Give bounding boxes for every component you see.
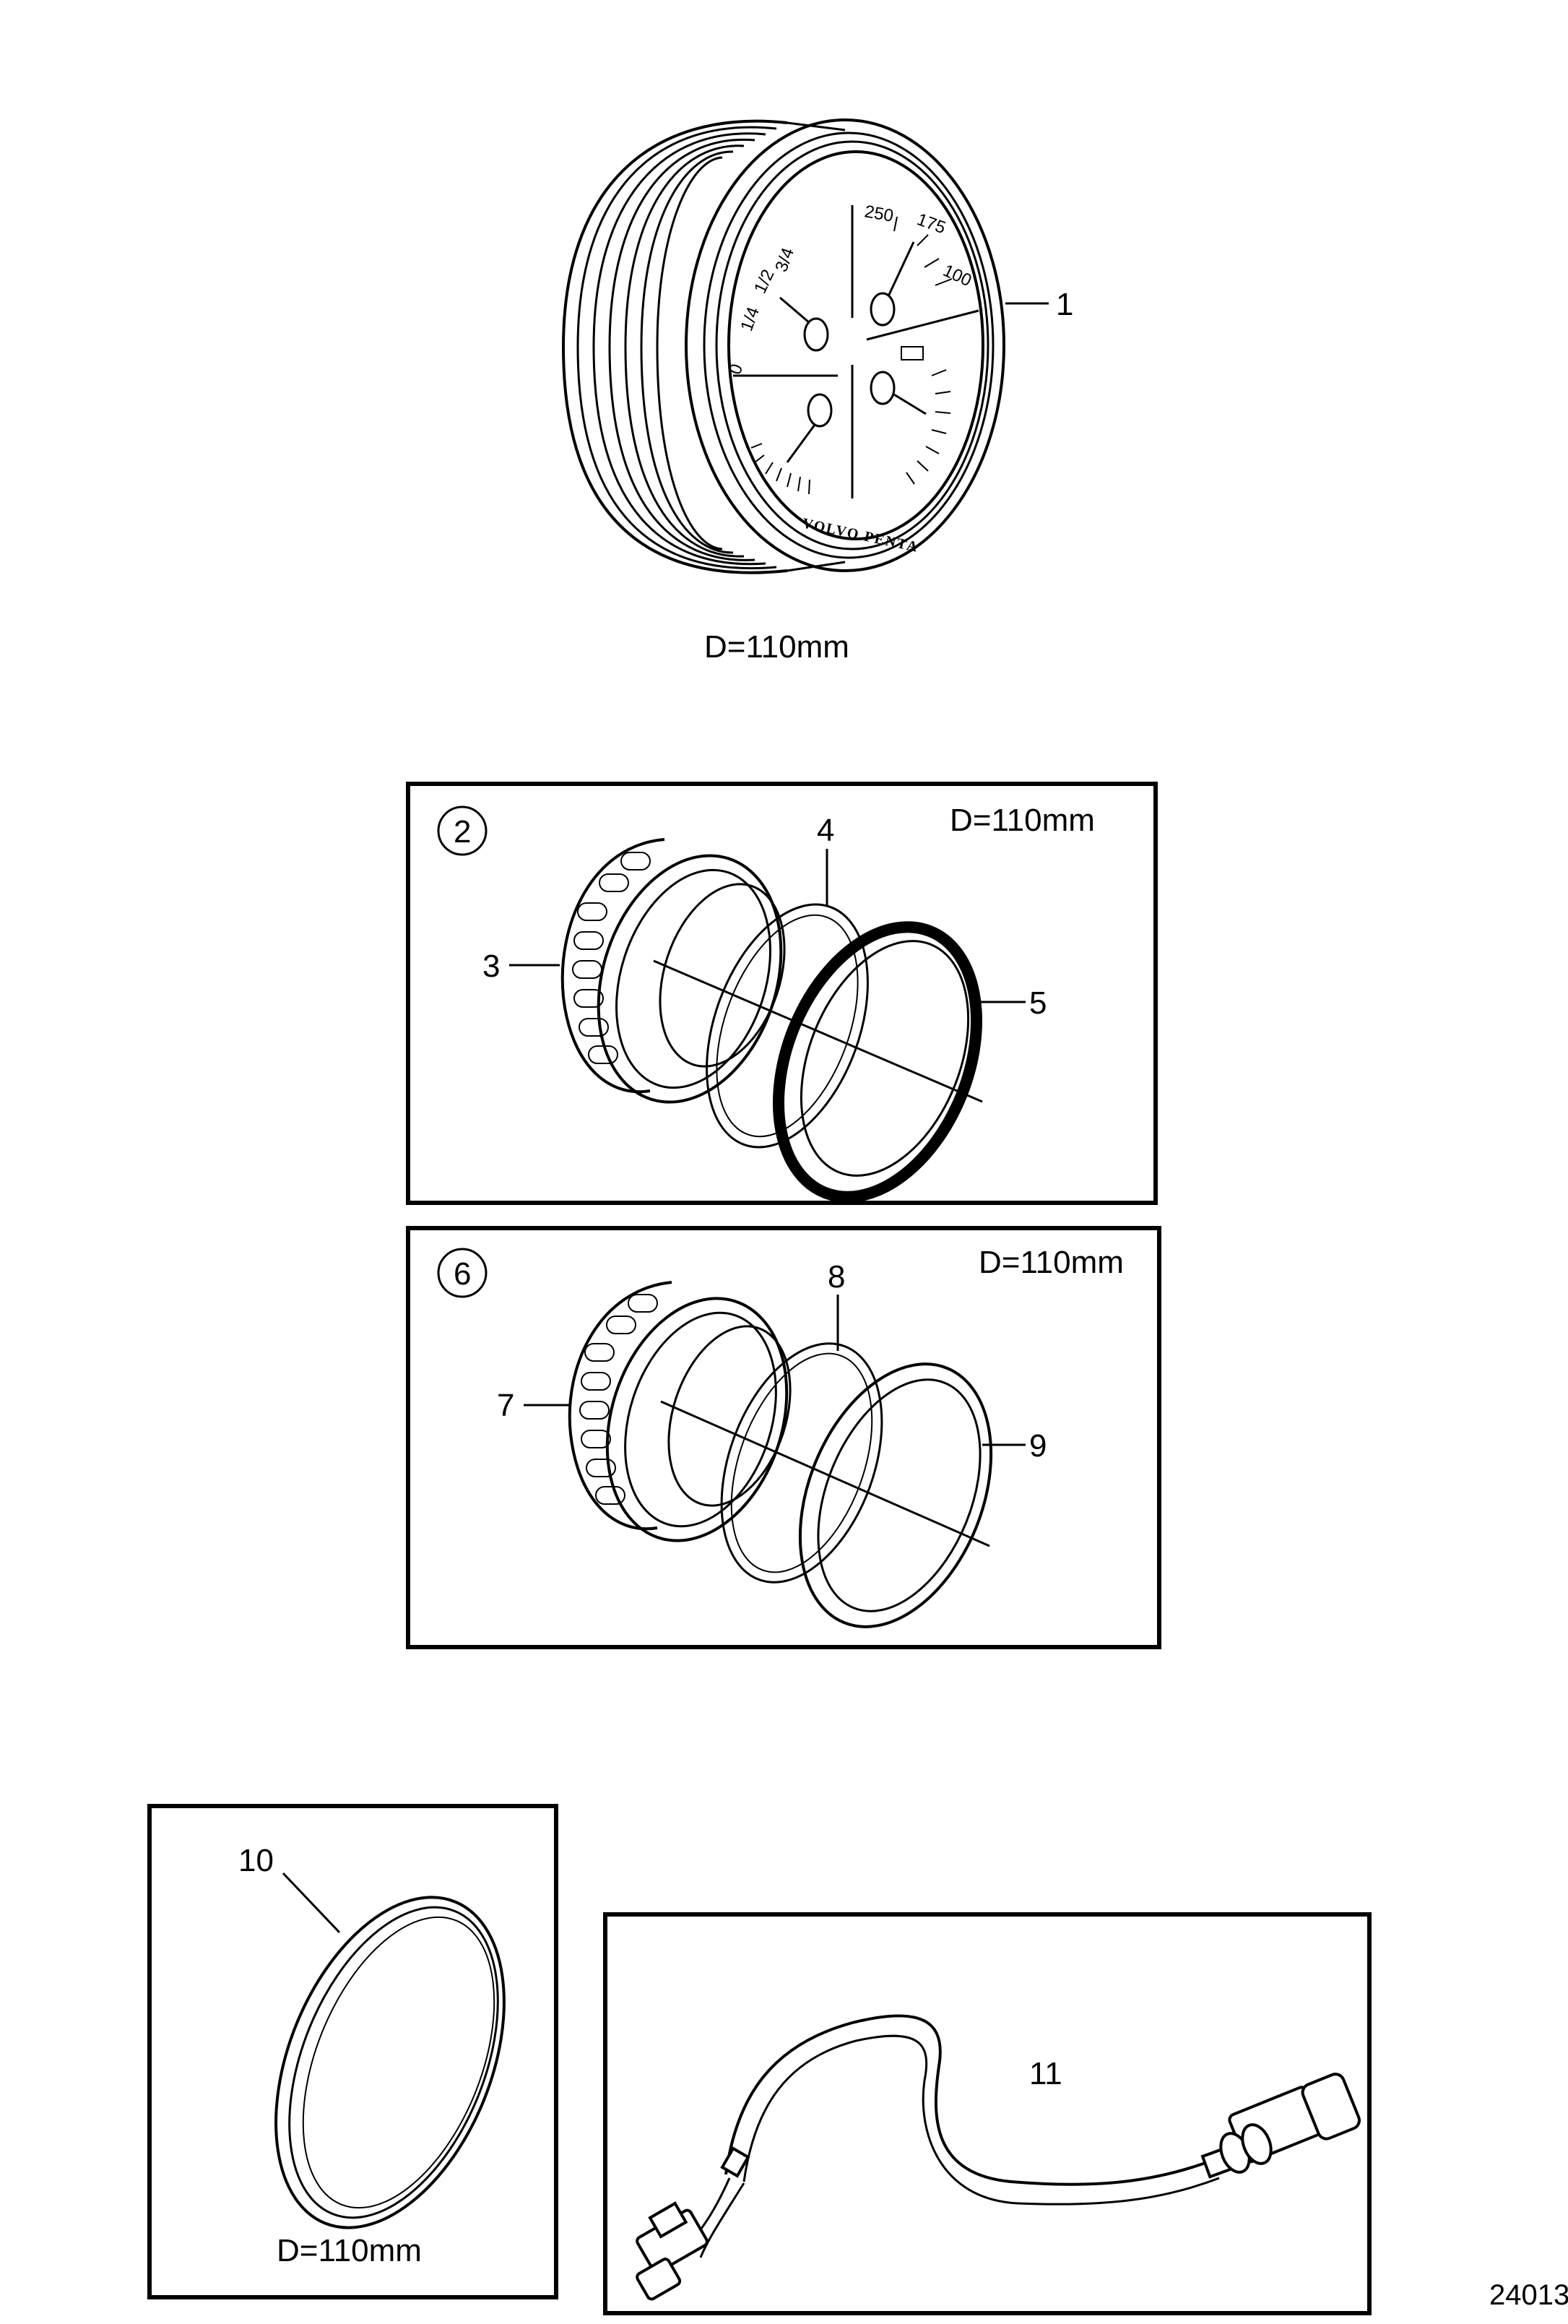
ring-part-10 — [274, 1896, 506, 2229]
kit-6-frame — [406, 1226, 1161, 1649]
seal-ring-part-4 — [706, 903, 869, 1149]
kit-2-dimension: D=110mm — [950, 803, 1095, 838]
kit-2-number: 2 — [454, 814, 471, 850]
part-number-11: 11 — [1029, 2056, 1062, 2091]
temp-label-175: 175 — [914, 209, 948, 238]
fuel-label-three-quarter: 3/4 — [771, 245, 798, 275]
temp-label-250: 250 — [863, 202, 895, 226]
part-number-5: 5 — [1029, 985, 1047, 1021]
gasket-part-5 — [773, 921, 982, 1203]
gauge-dial-face — [727, 150, 984, 540]
cable-panel-11: 11 — [603, 1912, 1372, 2315]
bezel-kit-6: 6 D=110mm 7 — [406, 1226, 1161, 1649]
bezel-ring-part-7 — [568, 1281, 792, 1542]
bezel-ring-part-3 — [560, 838, 786, 1104]
temp-needle-hub — [870, 292, 896, 327]
fuel-label-0: 0 — [725, 361, 747, 377]
seal-ring-part-8 — [720, 1342, 883, 1584]
voltage-needle-hub — [870, 371, 896, 405]
kit-2-frame — [406, 782, 1158, 1205]
gauge-dimension: D=110mm — [704, 629, 849, 665]
oil-scale-ticks — [750, 443, 810, 495]
kit-6-dimension: D=110mm — [979, 1245, 1124, 1280]
part-number-8: 8 — [828, 1259, 845, 1295]
part-11-frame — [603, 1912, 1372, 2315]
kit-6-number: 6 — [454, 1256, 471, 1292]
voltage-scale-ticks — [906, 369, 951, 485]
drawing-reference-number: 24013 — [1489, 2279, 1568, 2311]
combination-gauge: 0 1/4 1/2 3/4 250 175 100 VOLVO PENTA 1 … — [561, 118, 1073, 665]
part-10-frame — [147, 1804, 558, 2299]
temp-label-100: 100 — [940, 261, 974, 290]
left-connector-plug — [636, 2146, 750, 2301]
right-connector-plug — [1200, 2073, 1361, 2179]
oil-needle-hub — [807, 393, 833, 428]
kit-2-number-circle — [437, 805, 488, 856]
temp-scale-ticks — [893, 216, 953, 286]
ring-panel-10: 10 D=110mm — [147, 1804, 558, 2299]
flat-ring-part-9 — [798, 1362, 993, 1628]
fuel-needle-hub — [803, 317, 829, 352]
fuel-label-half: 1/2 — [750, 267, 779, 297]
part-number-10: 10 — [238, 1843, 274, 1878]
gauge-housing — [561, 119, 846, 574]
part-number-1: 1 — [1056, 287, 1073, 322]
fuel-label-quarter: 1/4 — [737, 304, 763, 334]
part-number-9: 9 — [1029, 1428, 1047, 1464]
part-number-4: 4 — [817, 813, 834, 848]
adapter-cable-part-11 — [724, 2014, 1214, 2186]
bezel-kit-2: 2 D=110mm 3 — [406, 782, 1158, 1205]
ring-dimension: D=110mm — [277, 2233, 422, 2268]
part-number-3: 3 — [482, 949, 500, 984]
kit-6-number-circle — [437, 1248, 488, 1298]
gauge-bezel-outer — [685, 118, 1005, 572]
part-number-7: 7 — [497, 1388, 514, 1423]
battery-icon — [901, 346, 924, 360]
